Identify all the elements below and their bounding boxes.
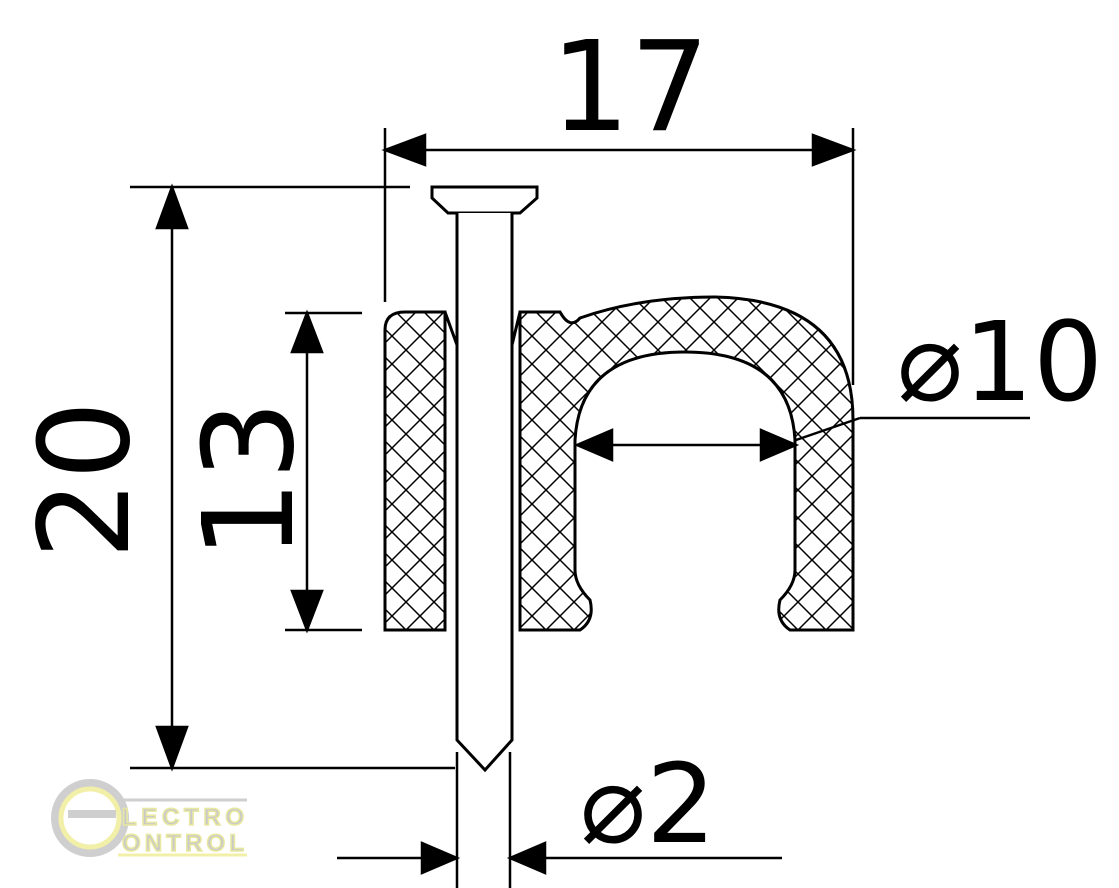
nail-diameter-label: ⌀2 — [580, 740, 716, 868]
cable-diameter-label: ⌀10 — [897, 298, 1103, 426]
clip-height-label: 13 — [177, 400, 322, 559]
dimension-nail-diameter — [337, 752, 782, 888]
nail — [430, 185, 539, 773]
dimension-width — [381, 128, 857, 385]
clip-body — [383, 295, 855, 632]
electrocontrol-logo: LECTRO ONTROL — [51, 779, 247, 858]
dimension-height — [130, 183, 455, 772]
dimension-clip-height — [285, 309, 362, 634]
logo-line2: ONTROL — [122, 830, 244, 857]
width-label: 17 — [550, 15, 709, 160]
dimension-cable-diameter — [573, 416, 1030, 462]
logo-line1: LECTRO — [122, 804, 244, 831]
height-label: 20 — [13, 400, 158, 559]
